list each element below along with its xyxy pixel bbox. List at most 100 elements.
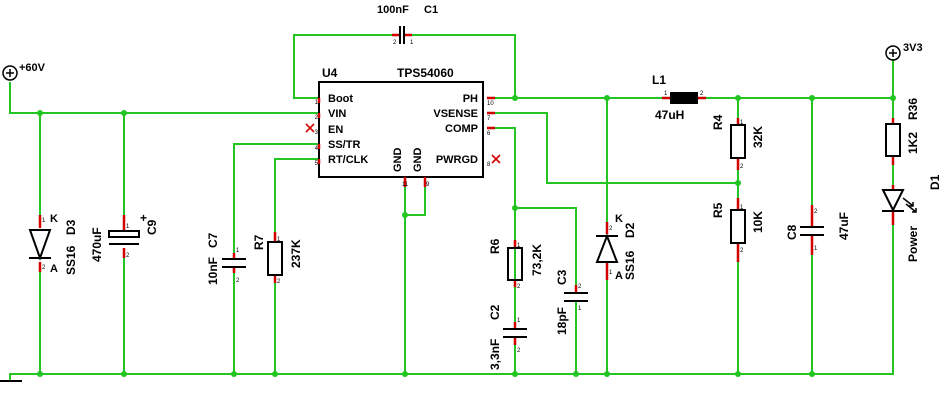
pin-pwrgd-name: PWRGD	[436, 154, 478, 166]
d1-ref: D1	[928, 174, 942, 190]
svg-text:2: 2	[126, 253, 130, 259]
svg-text:1: 1	[578, 306, 582, 312]
r6-value: 73,2K	[530, 244, 544, 276]
svg-text:1: 1	[517, 318, 521, 324]
svg-text:K: K	[50, 213, 58, 225]
capacitor-c8: C8 47uF 2 1	[785, 205, 851, 255]
vout-supply-symbol: 3V3	[885, 42, 923, 61]
svg-text:2: 2	[814, 209, 818, 215]
svg-text:2: 2	[236, 278, 240, 284]
svg-text:1: 1	[609, 270, 613, 276]
svg-text:2: 2	[517, 284, 521, 290]
d2-ref: D2	[623, 222, 637, 238]
c1-ref: C1	[424, 4, 438, 16]
c3-value: 18pF	[555, 307, 569, 335]
diode-d3: K A SS16 D3	[28, 213, 78, 275]
capacitor-c7: 10nF C7 1 2	[206, 232, 246, 285]
r4-value: 32K	[751, 126, 765, 148]
svg-text:2: 2	[42, 265, 46, 271]
capacitor-c9: + 470uF C9	[90, 211, 159, 262]
svg-text:2: 2	[609, 226, 613, 232]
svg-text:2: 2	[740, 248, 744, 254]
svg-text:1: 1	[664, 91, 668, 97]
svg-text:K: K	[615, 213, 623, 225]
wires	[9, 34, 894, 381]
pin-rtclk-name: RT/CLK	[328, 154, 368, 166]
c3-ref: C3	[555, 269, 569, 285]
c8-value: 47uF	[837, 212, 851, 240]
capacitor-c2: 3,3nF C2 1 2	[488, 304, 527, 370]
misc-pin-numbers: 1 2 1 2 2 1	[42, 218, 613, 276]
pin-rtclk-num: 5	[315, 161, 319, 167]
led-d1: Power D1	[881, 174, 942, 262]
svg-text:1: 1	[814, 246, 818, 252]
pin-gnd-9-num: 9	[426, 182, 430, 188]
junctions	[37, 95, 896, 377]
pin-vsense-name: VSENSE	[433, 108, 478, 120]
pin-sstr-num: 4	[315, 146, 319, 152]
r7-value: 237K	[289, 239, 303, 268]
vin-label: +60V	[19, 62, 46, 74]
pin-gnd-11-num: 11	[402, 182, 409, 188]
l1-value: 47uH	[655, 108, 684, 122]
resistor-r36: 1K2 R36	[885, 98, 920, 165]
svg-text:1: 1	[236, 248, 240, 254]
svg-text:2: 2	[517, 348, 521, 354]
ic-ref: U4	[322, 66, 338, 80]
resistor-r6: R6 73,2K 1 2	[488, 238, 544, 290]
d3-value: SS16	[64, 245, 78, 275]
pin-vin-name: VIN	[328, 108, 346, 120]
vout-label: 3V3	[903, 42, 923, 54]
r36-value: 1K2	[906, 132, 920, 154]
pin-en-num: 3	[315, 130, 319, 136]
c2-ref: C2	[488, 304, 502, 320]
pin-comp-num: 6	[487, 131, 491, 137]
r4-ref: R4	[711, 114, 725, 130]
svg-text:2: 2	[393, 40, 397, 46]
pin-vin-num: 2	[315, 115, 319, 121]
capacitor-c3: 18pF C3 2 1	[555, 269, 588, 335]
pin-pwrgd-num: 8	[487, 162, 491, 168]
c9-ref: C9	[145, 219, 159, 235]
c9-value: 470uF	[90, 227, 104, 262]
vin-supply-symbol: +60V	[2, 62, 46, 81]
r36-ref: R36	[906, 98, 920, 120]
diode-d2: K A SS16 D2	[595, 213, 637, 282]
d1-value: Power	[906, 226, 920, 262]
svg-text:+: +	[140, 211, 147, 225]
pin-comp-name: COMP	[445, 123, 478, 135]
resistor-r5: R5 10K 1 2	[711, 198, 765, 262]
d2-value: SS16	[623, 250, 637, 280]
svg-text:1: 1	[277, 237, 281, 243]
svg-text:1: 1	[740, 205, 744, 211]
pin-ph-name: PH	[463, 93, 478, 105]
svg-text:A: A	[50, 263, 58, 275]
c7-ref: C7	[206, 232, 220, 248]
svg-text:1: 1	[517, 243, 521, 249]
c7-value: 10nF	[206, 257, 220, 285]
capacitor-c1: 100nF C1 2 1	[377, 4, 438, 46]
pin-vsense-num: 7	[487, 116, 491, 122]
ic-u4: U4 TPS54060 Boot VIN EN SS/TR RT/CLK 1 2…	[305, 66, 501, 188]
r5-ref: R5	[711, 202, 725, 218]
r5-value: 10K	[751, 211, 765, 233]
resistor-r7: R7 237K 1 2	[252, 232, 303, 285]
svg-text:1: 1	[410, 40, 414, 46]
pin-gnd-11-name: GND	[392, 148, 404, 173]
l1-ref: L1	[652, 73, 666, 87]
r6-ref: R6	[488, 238, 502, 254]
svg-text:A: A	[615, 270, 623, 282]
d3-ref: D3	[64, 219, 78, 235]
pin-ph-num: 10	[487, 101, 494, 107]
r7-ref: R7	[252, 234, 266, 250]
pin-boot-name: Boot	[328, 93, 353, 105]
c8-ref: C8	[785, 224, 799, 240]
pin-boot-num: 1	[315, 100, 319, 106]
svg-text:1: 1	[42, 218, 46, 224]
svg-text:2: 2	[740, 164, 744, 170]
pin-en-name: EN	[328, 124, 343, 136]
inductor-l1: L1 47uH 1 2	[652, 73, 706, 122]
svg-text:1: 1	[740, 120, 744, 126]
pin-sstr-name: SS/TR	[328, 139, 360, 151]
